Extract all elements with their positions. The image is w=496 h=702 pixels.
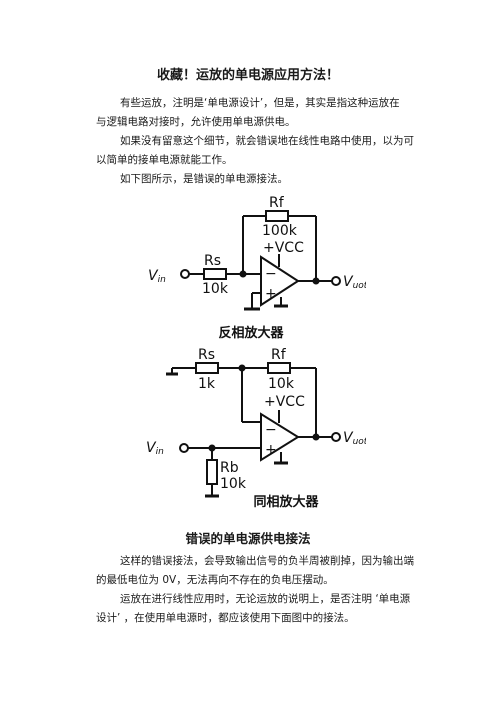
paragraph-4: 这样的错误接法，会导致输出信号的负半周被削掉，因为输出端 的最低电位为 0V，无… (72, 552, 428, 590)
paragraph-line: 与逻辑电路对接时，允许使用单电源供电。 (96, 116, 296, 128)
opamp-minus: − (265, 422, 277, 438)
paragraph-line: 有些运放，注明是‘单电源设计’，但是，其实是指这种运放在 (120, 97, 400, 109)
vout-label: Vuot (343, 430, 366, 447)
rs-label: Rs (204, 253, 221, 269)
rf-label: Rf (269, 195, 285, 211)
rs-value: 1k (198, 376, 216, 392)
paragraph-line: 这样的错误接法，会导致输出信号的负半周被削掉，因为输出端 (120, 555, 414, 567)
rf-value: 100k (262, 223, 298, 239)
rb-value: 10k (220, 476, 247, 492)
opamp-plus: + (265, 286, 277, 302)
noninverting-amplifier-schematic: Rs 1k Rf 10k +VCC − + Rb 10k Vin Vuot 同相… (146, 348, 366, 510)
rs-label: Rs (198, 348, 215, 363)
vin-label: Vin (146, 440, 164, 457)
rb-label: Rb (220, 460, 239, 476)
paragraph-1: 有些运放，注明是‘单电源设计’，但是，其实是指这种运放在 与逻辑电路对接时，允许… (72, 94, 428, 132)
rf-value: 10k (268, 376, 295, 392)
paragraph-2: 如果没有留意这个细节，就会错误地在线性电路中使用，以为可 以简单的接单电源就能工… (72, 132, 428, 170)
paragraph-3: 如下图所示，是错误的单电源接法。 (72, 170, 428, 189)
inverting-amplifier-schematic: Rf 100k +VCC Rs 10k − + Vin Vuot 反相放大器 (148, 195, 366, 341)
paragraph-line: 如下图所示，是错误的单电源接法。 (120, 173, 288, 185)
section-heading: 错误的单电源供电接法 (185, 531, 311, 546)
rs-value: 10k (202, 281, 229, 297)
paragraph-line: 以简单的接单电源就能工作。 (96, 154, 233, 166)
paragraph-line: 如果没有留意这个细节，就会错误地在线性电路中使用，以为可 (120, 135, 414, 147)
opamp-plus: + (265, 442, 277, 458)
vcc-label: +VCC (264, 394, 305, 410)
rf-label: Rf (271, 348, 287, 363)
inverting-caption: 反相放大器 (218, 325, 284, 341)
paragraph-5: 运放在进行线性应用时，无论运放的说明上，是否注明 ‘单电源 设计’ ，在使用单电… (72, 590, 428, 628)
paragraph-line: 运放在进行线性应用时，无论运放的说明上，是否注明 ‘单电源 (120, 593, 411, 605)
page-title: 收藏！运放的单电源应用方法！ (156, 68, 339, 83)
noninverting-caption: 同相放大器 (253, 494, 319, 510)
vin-label: Vin (148, 268, 166, 285)
paragraph-line: 设计’ ，在使用单电源时，都应该使用下面图中的接法。 (96, 612, 355, 624)
opamp-minus: − (265, 266, 277, 282)
vout-label: Vuot (343, 274, 366, 291)
paragraph-line: 的最低电位为 0V，无法再向不存在的负电压摆动。 (96, 574, 334, 586)
vcc-label: +VCC (263, 240, 304, 256)
